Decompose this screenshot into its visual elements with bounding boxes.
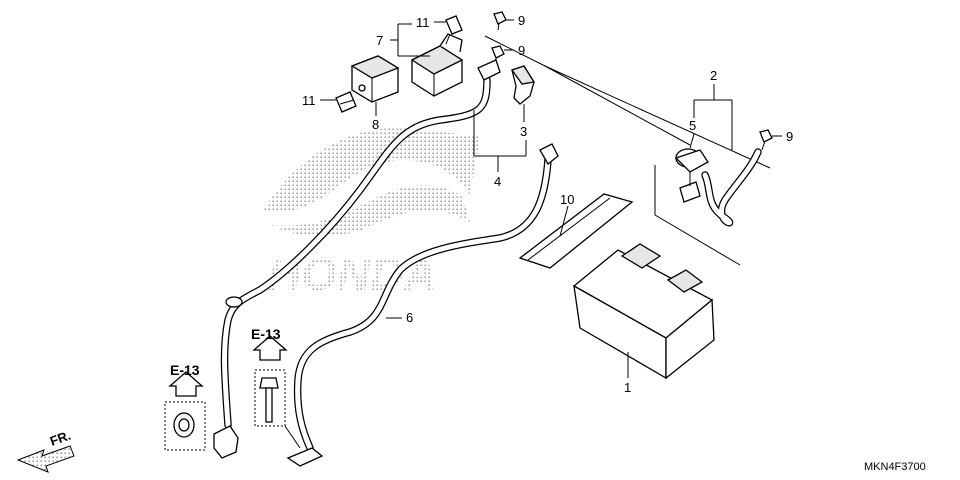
- callout-7: 7: [376, 33, 383, 48]
- reference-label-right: E-13: [251, 326, 281, 342]
- reference-box-left: [164, 401, 206, 451]
- terminal-cover-3: [510, 65, 536, 105]
- callout-9-top: 9: [518, 13, 525, 28]
- bolt-9-a: [493, 11, 507, 31]
- callout-3: 3: [520, 124, 527, 139]
- callout-8: 8: [372, 117, 379, 132]
- grouping-lines: [484, 35, 771, 266]
- callout-4: 4: [494, 174, 501, 189]
- fuse-11-lower: [335, 91, 357, 113]
- harness-connector: [213, 296, 243, 459]
- wing-shape-upper: [262, 128, 480, 213]
- up-arrow-icon-left: [168, 371, 204, 397]
- relay-coupler-8: [350, 55, 400, 103]
- up-arrow-icon-right: [252, 335, 288, 361]
- fuse-11-upper: [445, 15, 463, 45]
- battery-band-10: [518, 193, 634, 269]
- callout-10: 10: [560, 192, 574, 207]
- nut-icon: [173, 412, 195, 438]
- front-direction-label: FR.: [48, 428, 73, 449]
- starter-relay-7: [410, 33, 464, 97]
- callouts: 1 2 3 4 5 6 7 8 9 9 9 10 11 11: [302, 13, 793, 395]
- leader-to-part-5: [544, 65, 691, 146]
- reference-label-left: E-13: [170, 362, 200, 378]
- wire-harness-6: [293, 156, 552, 452]
- callout-leaders: [284, 19, 782, 449]
- diagram-code: MKN4F3700: [864, 461, 926, 473]
- wire-harness-8: [220, 76, 491, 429]
- battery-1: [572, 243, 715, 380]
- callout-9-right: 9: [786, 129, 793, 144]
- callout-11-top: 11: [416, 15, 430, 30]
- bolt-icon: [259, 377, 279, 423]
- wing-shape-lower: [270, 185, 470, 237]
- wire-harness-5: [701, 148, 762, 227]
- callout-5: 5: [689, 118, 696, 133]
- brand-watermark-text: HONDA: [268, 248, 437, 300]
- callout-9-middle: 9: [518, 43, 525, 58]
- terminal-5: [674, 148, 709, 203]
- harness-clamp: [225, 296, 243, 308]
- wire-terminal-6-bottom: [286, 447, 324, 467]
- wire-terminal-top: [477, 59, 501, 81]
- callout-6: 6: [406, 310, 413, 325]
- callout-11-left: 11: [302, 93, 316, 108]
- callout-1: 1: [624, 380, 631, 395]
- front-direction-arrow-icon: [16, 445, 75, 473]
- bolt-9-c: [759, 129, 773, 151]
- brand-watermark: HONDA: [262, 128, 480, 300]
- reference-box-right: [254, 369, 286, 427]
- callout-2: 2: [710, 68, 717, 83]
- wire-terminal-6-top: [539, 143, 559, 165]
